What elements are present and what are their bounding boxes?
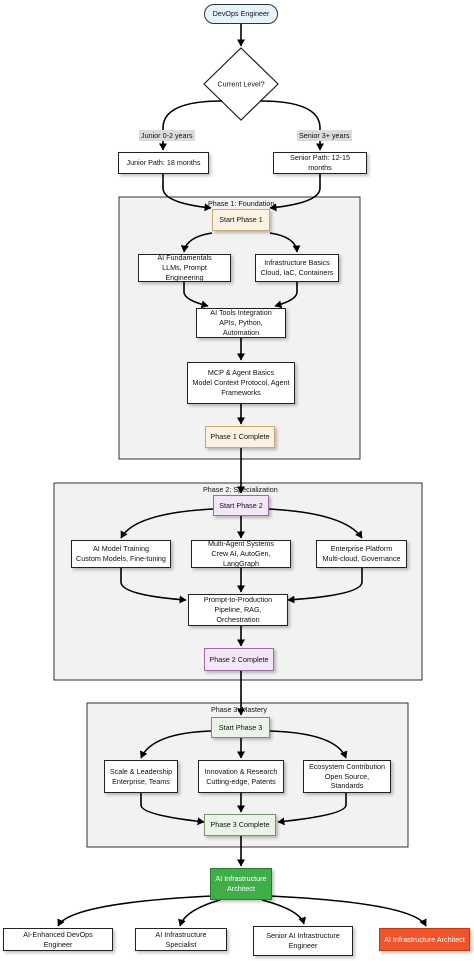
start-devops-engineer: DevOps Engineer xyxy=(204,4,278,24)
ecosystem-title: Ecosystem Contribution xyxy=(309,761,385,771)
ecosystem-contribution-node: Ecosystem Contribution Open Source, Stan… xyxy=(303,760,391,793)
ecosystem-sub: Open Source, Standards xyxy=(324,771,370,791)
outcome-ai-infra-architect: AI Infrastructure Architect xyxy=(379,928,470,951)
senior-path-node: Senior Path: 12-15 months xyxy=(273,152,367,174)
start-phase-2-label: Start Phase 2 xyxy=(219,500,263,510)
outcome-1-label: AI-Enhanced DevOps Engineer xyxy=(23,929,93,949)
phase-3-complete-label: Phase 3 Complete xyxy=(210,820,270,830)
senior-branch-label: Senior 3+ years xyxy=(297,130,352,141)
architect-line-2: Architect xyxy=(227,884,255,893)
outcome-3-line-2: Engineer xyxy=(288,941,318,950)
multi-agent-systems-node: Multi-Agent Systems Crew AI, AutoGen, La… xyxy=(191,539,291,568)
outcome-2-label: AI Infrastructure Specialist xyxy=(155,929,207,949)
ai-fundamentals-node: AI Fundamentals LLMs, Prompt Engineering xyxy=(138,253,231,282)
scale-leadership-node: Scale & Leadership Enterprise, Teams xyxy=(104,760,178,793)
mcp-title: MCP & Agent Basics xyxy=(207,368,275,378)
outcome-3-line-1: Senior AI Infrastructure xyxy=(266,931,340,941)
prompt-to-production-node: Prompt-to-Production Pipeline, RAG, Orch… xyxy=(188,594,288,626)
ai-infrastructure-architect-node: AI Infrastructure Architect xyxy=(210,868,272,900)
decision-diamond xyxy=(203,47,279,121)
prompt-to-production-sub: Pipeline, RAG, Orchestration xyxy=(214,605,262,624)
phase-3-complete: Phase 3 Complete xyxy=(204,814,276,836)
phase-1-title: Phase 1: Foundation xyxy=(208,199,275,208)
start-phase-3: Start Phase 3 xyxy=(211,717,270,738)
innovation-title: Innovation & Research xyxy=(204,766,278,776)
start-phase-2: Start Phase 2 xyxy=(213,495,269,516)
infrastructure-basics-node: Infrastructure Basics Cloud, IaC, Contai… xyxy=(255,254,339,282)
innovation-research-node: Innovation & Research Cutting-edge, Pate… xyxy=(198,760,284,793)
multi-agent-title: Multi-Agent Systems xyxy=(208,539,274,549)
multi-agent-sub: Crew AI, AutoGen, LangGraph xyxy=(211,549,271,568)
mcp-sub-2: Frameworks xyxy=(221,387,261,397)
outcome-senior-ai-infra-engineer: Senior AI Infrastructure Engineer xyxy=(253,926,353,956)
ai-model-training-title: AI Model Training xyxy=(93,544,149,554)
mcp-sub-1: Model Context Protocol, Agent xyxy=(192,378,290,388)
scale-leadership-title: Scale & Leadership xyxy=(109,766,173,776)
phase-2-title: Phase 2: Specialization xyxy=(203,485,278,494)
start-label: DevOps Engineer xyxy=(212,9,270,19)
phase-1-complete-label: Phase 1 Complete xyxy=(210,432,270,442)
start-phase-1-label: Start Phase 1 xyxy=(219,215,263,225)
ai-tools-integration-node: AI Tools Integration APIs, Python, Autom… xyxy=(196,308,286,338)
outcome-4-label: AI Infrastructure Architect xyxy=(384,934,465,944)
enterprise-platform-sub: Multi-cloud, Governance xyxy=(322,554,401,563)
architect-line-1: AI Infrastructure xyxy=(215,874,267,884)
scale-leadership-sub: Enterprise, Teams xyxy=(112,776,170,786)
decision-label: Current Level? xyxy=(217,79,265,89)
start-phase-3-label: Start Phase 3 xyxy=(218,722,263,732)
ai-fundamentals-title: AI Fundamentals xyxy=(157,253,212,263)
ai-tools-sub: APIs, Python, Automation xyxy=(219,318,263,337)
outcome-ai-enhanced-devops: AI-Enhanced DevOps Engineer xyxy=(3,928,113,951)
phase-2-complete: Phase 2 Complete xyxy=(204,648,274,671)
junior-path-node: Junior Path: 18 months xyxy=(118,152,209,174)
phase-3-title: Phase 3: Mastery xyxy=(211,705,267,714)
ai-fundamentals-sub: LLMs, Prompt Engineering xyxy=(162,263,207,282)
ai-model-training-sub: Custom Models, Fine-tuning xyxy=(76,554,166,563)
senior-path-label: Senior Path: 12-15 months xyxy=(290,153,350,172)
infrastructure-basics-title: Infrastructure Basics xyxy=(264,258,330,268)
junior-branch-label: Junior 0-2 years xyxy=(139,130,195,141)
ai-tools-title: AI Tools Integration xyxy=(210,308,272,318)
infrastructure-basics-sub: Cloud, IaC, Containers xyxy=(260,268,334,277)
enterprise-platform-title: Enterprise Platform xyxy=(330,544,393,554)
start-phase-1: Start Phase 1 xyxy=(212,209,270,231)
junior-path-label: Junior Path: 18 months xyxy=(126,158,201,168)
ai-model-training-node: AI Model Training Custom Models, Fine-tu… xyxy=(71,540,171,568)
prompt-to-production-title: Prompt-to-Production xyxy=(203,595,273,605)
outcome-ai-infra-specialist: AI Infrastructure Specialist xyxy=(135,928,227,951)
innovation-sub: Cutting-edge, Patents xyxy=(206,776,276,786)
phase-1-complete: Phase 1 Complete xyxy=(205,426,275,448)
phase-2-complete-label: Phase 2 Complete xyxy=(209,654,269,664)
mcp-agent-basics-node: MCP & Agent Basics Model Context Protoco… xyxy=(187,362,295,404)
enterprise-platform-node: Enterprise Platform Multi-cloud, Governa… xyxy=(316,540,407,568)
